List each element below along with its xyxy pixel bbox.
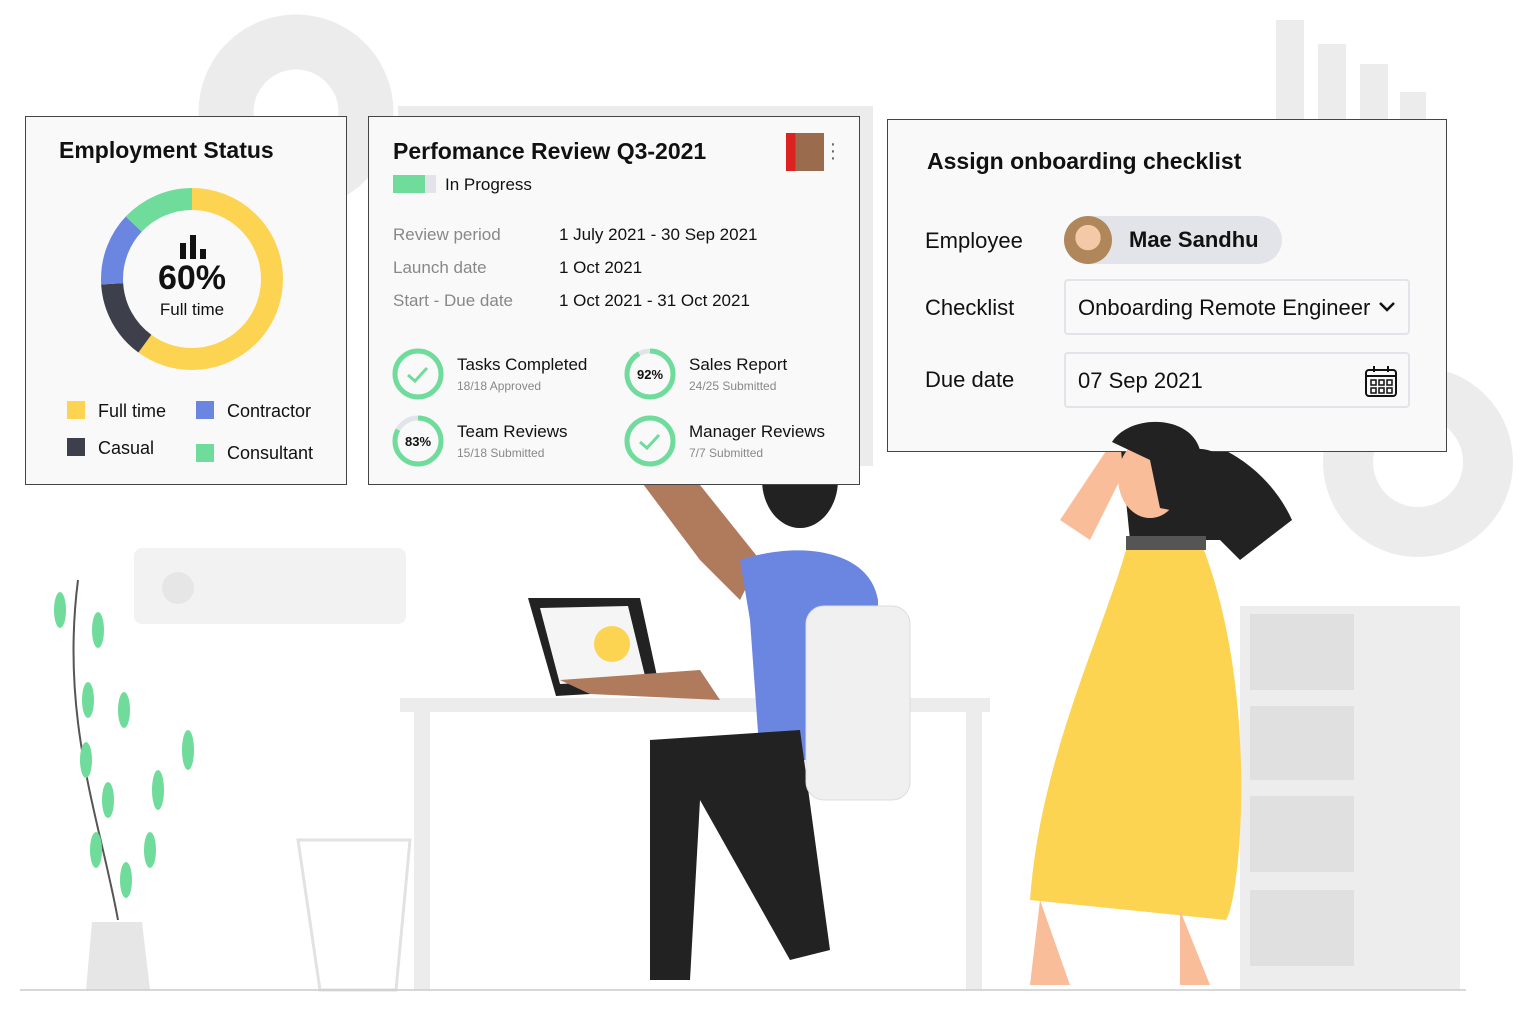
metric-percent: 83% (405, 434, 431, 449)
center-label: Full time (159, 300, 225, 319)
checklist-value: Onboarding Remote Engineer (1078, 295, 1371, 320)
employee-label: Employee (925, 228, 1023, 253)
metric-item[interactable]: 83% Team Reviews 15/18 Submitted (391, 414, 621, 470)
employment-status-card: Employment Status 60% Full time Full tim… (25, 116, 347, 485)
donut-segment-consultant (101, 188, 283, 370)
metric-subtitle: 18/18 Approved (457, 379, 542, 393)
onboarding-card: Assign onboarding checklist Employee Mae… (887, 119, 1447, 452)
card-title: Employment Status (59, 137, 274, 163)
card-title: Assign onboarding checklist (927, 148, 1242, 174)
calendar-icon[interactable] (1364, 364, 1398, 398)
status-progress-bar (393, 175, 436, 193)
due-date-value: 07 Sep 2021 (1078, 368, 1203, 393)
metric-title: Team Reviews (457, 422, 568, 441)
metric-subtitle: 15/18 Submitted (457, 446, 545, 460)
detail-value: 1 Oct 2021 (559, 258, 643, 277)
progress-ring: 92% (624, 348, 676, 400)
check-icon (639, 433, 661, 451)
detail-value: 1 Oct 2021 - 31 Oct 2021 (559, 291, 750, 310)
employee-chip[interactable]: Mae Sandhu (1064, 216, 1282, 264)
detail-label: Start - Due date (393, 291, 514, 310)
detail-value: 1 July 2021 - 30 Sep 2021 (559, 225, 758, 244)
status-text: In Progress (445, 175, 532, 194)
detail-label: Launch date (393, 258, 487, 277)
chevron-down-icon (1379, 302, 1395, 312)
employee-avatar (1064, 216, 1112, 264)
metric-item[interactable]: Tasks Completed 18/18 Approved (391, 347, 621, 403)
center-percent: 60% (157, 259, 227, 297)
more-vertical-icon[interactable]: ··· (829, 133, 837, 169)
metric-title: Tasks Completed (457, 355, 588, 374)
due-date-input[interactable]: 07 Sep 2021 (1064, 352, 1410, 408)
employee-name: Mae Sandhu (1129, 227, 1259, 252)
checklist-label: Checklist (925, 295, 1015, 320)
checklist-select[interactable]: Onboarding Remote Engineer (1064, 279, 1410, 335)
check-icon (407, 366, 429, 384)
donut-segment-contractor (101, 188, 283, 370)
bar-chart-icon (180, 235, 206, 259)
metric-title: Manager Reviews (689, 422, 826, 441)
employment-donut-chart (101, 188, 283, 370)
card-title: Perfomance Review Q3-2021 (393, 138, 707, 164)
metric-item[interactable]: Manager Reviews 7/7 Submitted (623, 414, 853, 470)
performance-review-card: Perfomance Review Q3-2021 ··· In Progres… (368, 116, 860, 485)
progress-ring: 83% (392, 415, 444, 467)
progress-ring (392, 348, 444, 400)
reviewer-avatar[interactable] (786, 133, 824, 171)
metric-percent: 92% (637, 367, 663, 382)
due-date-label: Due date (925, 367, 1015, 392)
metric-item[interactable]: 92% Sales Report 24/25 Submitted (623, 347, 853, 403)
metric-subtitle: 7/7 Submitted (689, 446, 764, 460)
detail-label: Review period (393, 225, 501, 244)
woman-head-illustration (1112, 421, 1260, 518)
metric-subtitle: 24/25 Submitted (689, 379, 777, 393)
metric-title: Sales Report (689, 355, 788, 374)
progress-ring (624, 415, 676, 467)
